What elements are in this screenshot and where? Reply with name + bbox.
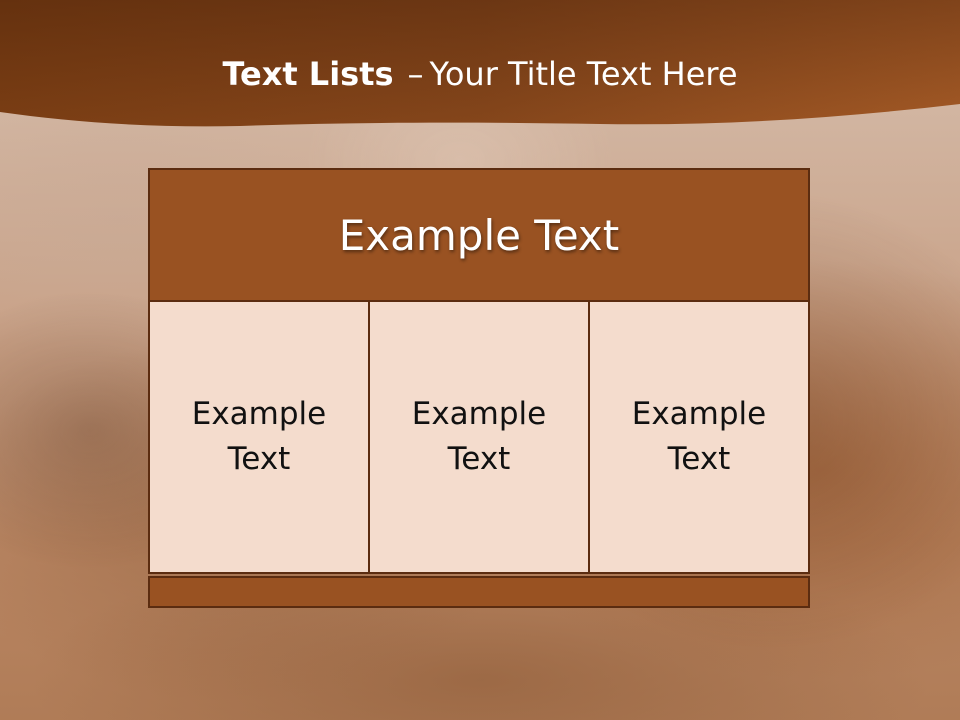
title-separator: –: [407, 55, 424, 93]
text-table: Example Text Example Text Example Text E…: [148, 168, 810, 608]
title-rest: Your Title Text Here: [429, 55, 738, 93]
table-cells-row: Example Text Example Text Example Text: [148, 300, 810, 576]
table-cell-2: Example Text: [368, 300, 590, 574]
table-cell-1-text: Example Text: [191, 396, 327, 477]
table-header-cell: Example Text: [148, 168, 810, 302]
title-band: [0, 0, 960, 127]
slide-title: Text Lists–Your Title Text Here: [0, 52, 960, 96]
table-cell-2-text: Example Text: [411, 396, 547, 477]
table-footer-bar: [148, 576, 810, 608]
table-cell-3: Example Text: [588, 300, 810, 574]
table-cell-3-text: Example Text: [631, 396, 767, 477]
table-cell-1: Example Text: [148, 300, 370, 574]
title-bold: Text Lists: [222, 55, 394, 93]
